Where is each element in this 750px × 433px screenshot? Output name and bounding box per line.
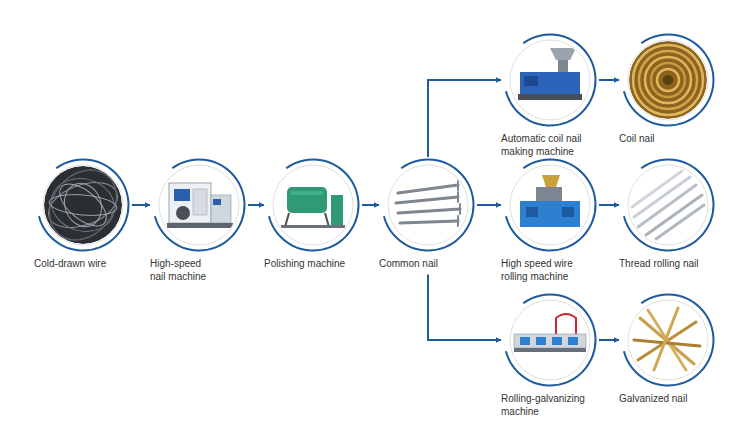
coil-nail-picture xyxy=(628,40,708,120)
step-ring xyxy=(381,158,475,252)
rolling-machine-picture xyxy=(510,165,590,245)
process-step: Coil nail xyxy=(621,33,715,127)
ring-arc xyxy=(505,294,597,387)
step-label: Common nail xyxy=(379,258,469,271)
nails-picture xyxy=(388,165,468,245)
step-ring xyxy=(266,158,360,252)
ring-arc xyxy=(154,159,246,252)
ring-arc xyxy=(623,159,715,252)
step-ring xyxy=(36,158,130,252)
step-label: Coil nail xyxy=(619,133,709,146)
step-ring xyxy=(503,293,597,387)
step-label: Rolling-galvanizing machine xyxy=(501,393,601,418)
flow-arrow xyxy=(428,275,501,341)
process-step: High-speed nail machine xyxy=(152,158,246,252)
step-label: Thread rolling nail xyxy=(619,258,729,271)
polishing-machine-picture xyxy=(273,165,353,245)
step-ring xyxy=(621,33,715,127)
flow-arrow xyxy=(599,79,619,81)
process-step: Thread rolling nail xyxy=(621,158,715,252)
thread-nails-picture xyxy=(628,165,708,245)
process-step: High speed wire rolling machine xyxy=(503,158,597,252)
coil-machine-picture xyxy=(510,40,590,120)
flow-arrow xyxy=(248,204,264,206)
ring-arc xyxy=(505,34,597,127)
ring-arc xyxy=(38,159,130,252)
ring-arc xyxy=(623,34,715,127)
step-ring xyxy=(621,158,715,252)
flow-arrow xyxy=(477,204,501,206)
ring-arc xyxy=(383,159,475,252)
step-label: Galvanized nail xyxy=(619,393,719,406)
ring-arc xyxy=(268,159,360,252)
flow-arrow xyxy=(599,339,619,341)
process-step: Galvanized nail xyxy=(621,293,715,387)
flow-arrow xyxy=(132,204,150,206)
step-label: Automatic coil nail making machine xyxy=(501,133,601,158)
process-step: Common nail xyxy=(381,158,475,252)
flow-arrow xyxy=(428,80,501,157)
process-step: Automatic coil nail making machine xyxy=(503,33,597,127)
process-step: Cold-drawn wire xyxy=(36,158,130,252)
step-label: Polishing machine xyxy=(264,258,364,271)
step-ring xyxy=(621,293,715,387)
step-label: High speed wire rolling machine xyxy=(501,258,586,283)
step-label: High-speed nail machine xyxy=(150,258,215,283)
ring-arc xyxy=(623,294,715,387)
flow-arrow xyxy=(362,204,379,206)
galvanized-nails-picture xyxy=(628,300,708,380)
ring-arc xyxy=(505,159,597,252)
galvanizing-machine-picture xyxy=(510,300,590,380)
step-ring xyxy=(503,158,597,252)
wire-coil-picture xyxy=(36,157,131,254)
step-label: Cold-drawn wire xyxy=(34,258,134,271)
flow-arrow xyxy=(599,204,619,206)
nail-machine-picture xyxy=(159,165,239,245)
process-step: Rolling-galvanizing machine xyxy=(503,293,597,387)
step-ring xyxy=(503,33,597,127)
process-step: Polishing machine xyxy=(266,158,360,252)
step-ring xyxy=(152,158,246,252)
